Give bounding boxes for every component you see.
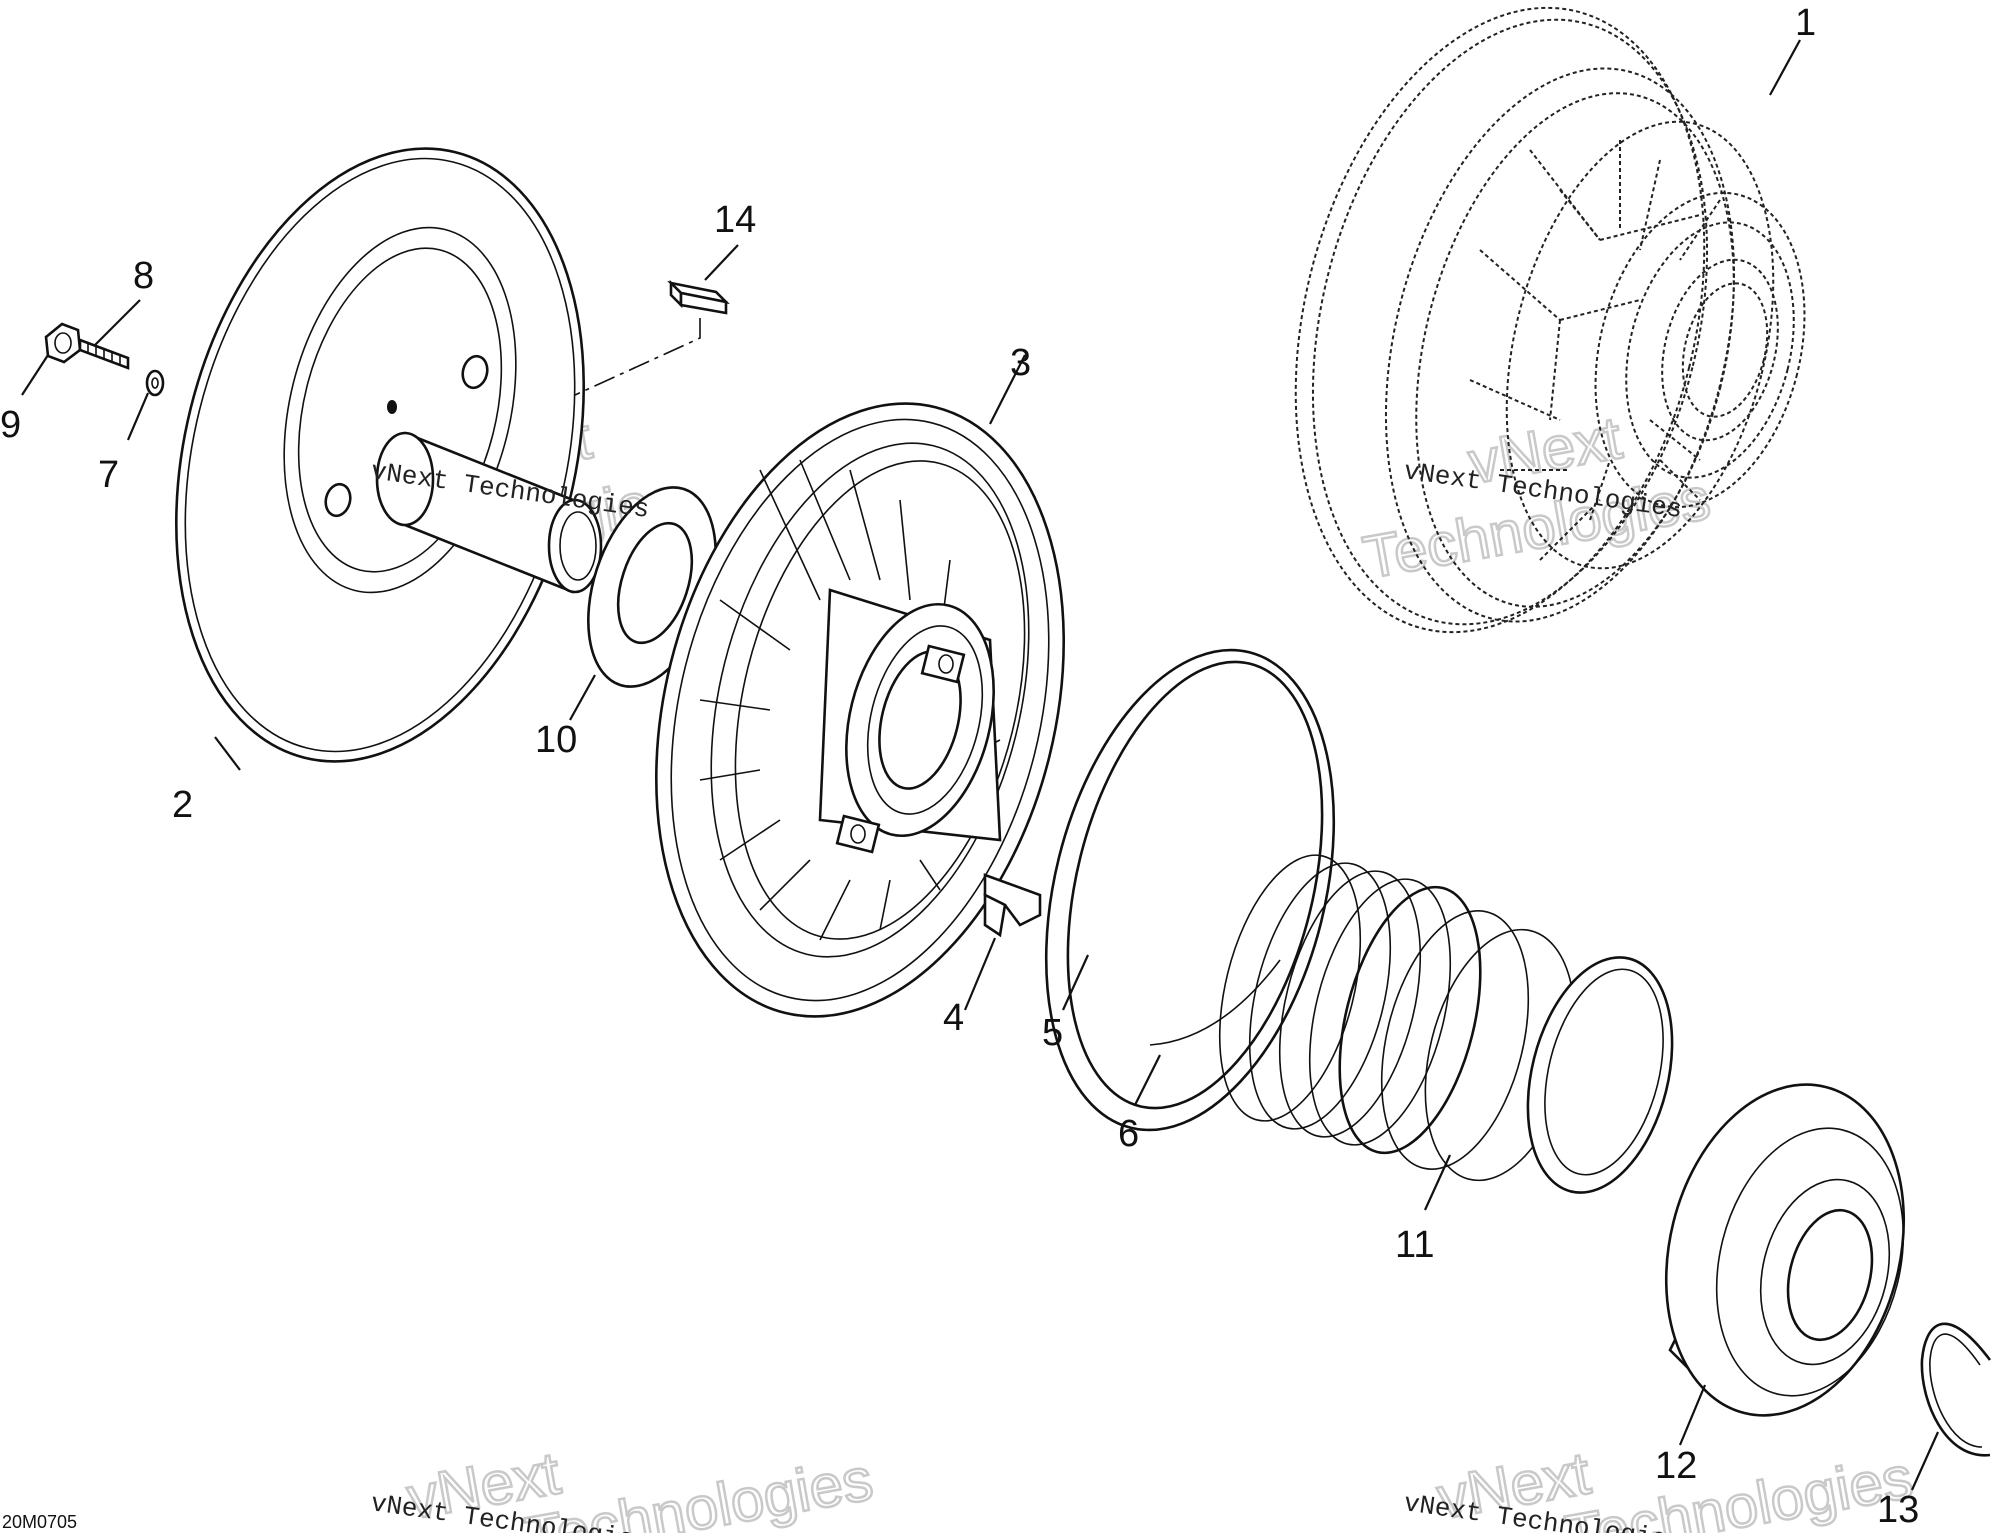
leader-4 xyxy=(963,937,997,1011)
callout-10: 10 xyxy=(535,719,577,761)
leader-11 xyxy=(1423,1154,1452,1211)
leader-6 xyxy=(1134,1054,1161,1106)
callout-13: 13 xyxy=(1877,1489,1919,1531)
drawing-code: 20M0705 xyxy=(2,1512,77,1532)
callout-14: 14 xyxy=(714,199,756,241)
callout-8: 8 xyxy=(133,255,154,297)
callout-3: 3 xyxy=(1010,342,1031,384)
callout-4: 4 xyxy=(943,997,964,1039)
leader-1 xyxy=(1769,39,1801,96)
leader-lines xyxy=(21,39,1940,1491)
callout-2: 2 xyxy=(172,784,193,826)
callout-numbers: 1 2 3 4 5 6 7 8 9 10 11 12 13 14 xyxy=(0,2,1919,1531)
leader-9 xyxy=(21,354,49,396)
part-3-movable-sheave xyxy=(654,402,1066,1018)
part-14-centerline xyxy=(574,318,701,396)
callout-6: 6 xyxy=(1118,1113,1139,1155)
part-8-screw xyxy=(78,338,130,370)
part-2-fixed-sheave xyxy=(174,147,603,763)
leader-8 xyxy=(94,299,141,346)
part-4-slider-shoe xyxy=(983,873,1042,938)
part-9-nut xyxy=(44,322,82,364)
part-1-assembly-outline xyxy=(1294,6,1806,634)
leader-13 xyxy=(1910,1431,1940,1491)
part-7-washer xyxy=(145,369,165,397)
leader-5 xyxy=(1061,954,1090,1011)
part-6-cup xyxy=(1044,648,1336,1132)
leader-12 xyxy=(1678,1384,1707,1446)
part-11-spring xyxy=(1218,854,1674,1194)
callout-7: 7 xyxy=(98,454,119,496)
part-13-circlip xyxy=(1920,1322,1992,1457)
callout-1: 1 xyxy=(1795,2,1816,44)
leader-2 xyxy=(214,736,241,771)
leader-3 xyxy=(989,354,1026,425)
leader-7 xyxy=(126,392,150,441)
callout-9: 9 xyxy=(0,404,21,446)
callout-12: 12 xyxy=(1655,1445,1697,1487)
leader-14 xyxy=(704,244,739,281)
callout-11: 11 xyxy=(1395,1224,1434,1266)
part-14-key xyxy=(667,279,730,315)
leader-10 xyxy=(569,674,596,721)
part-12-cam xyxy=(1664,1083,1906,1417)
callout-5: 5 xyxy=(1042,1012,1063,1054)
